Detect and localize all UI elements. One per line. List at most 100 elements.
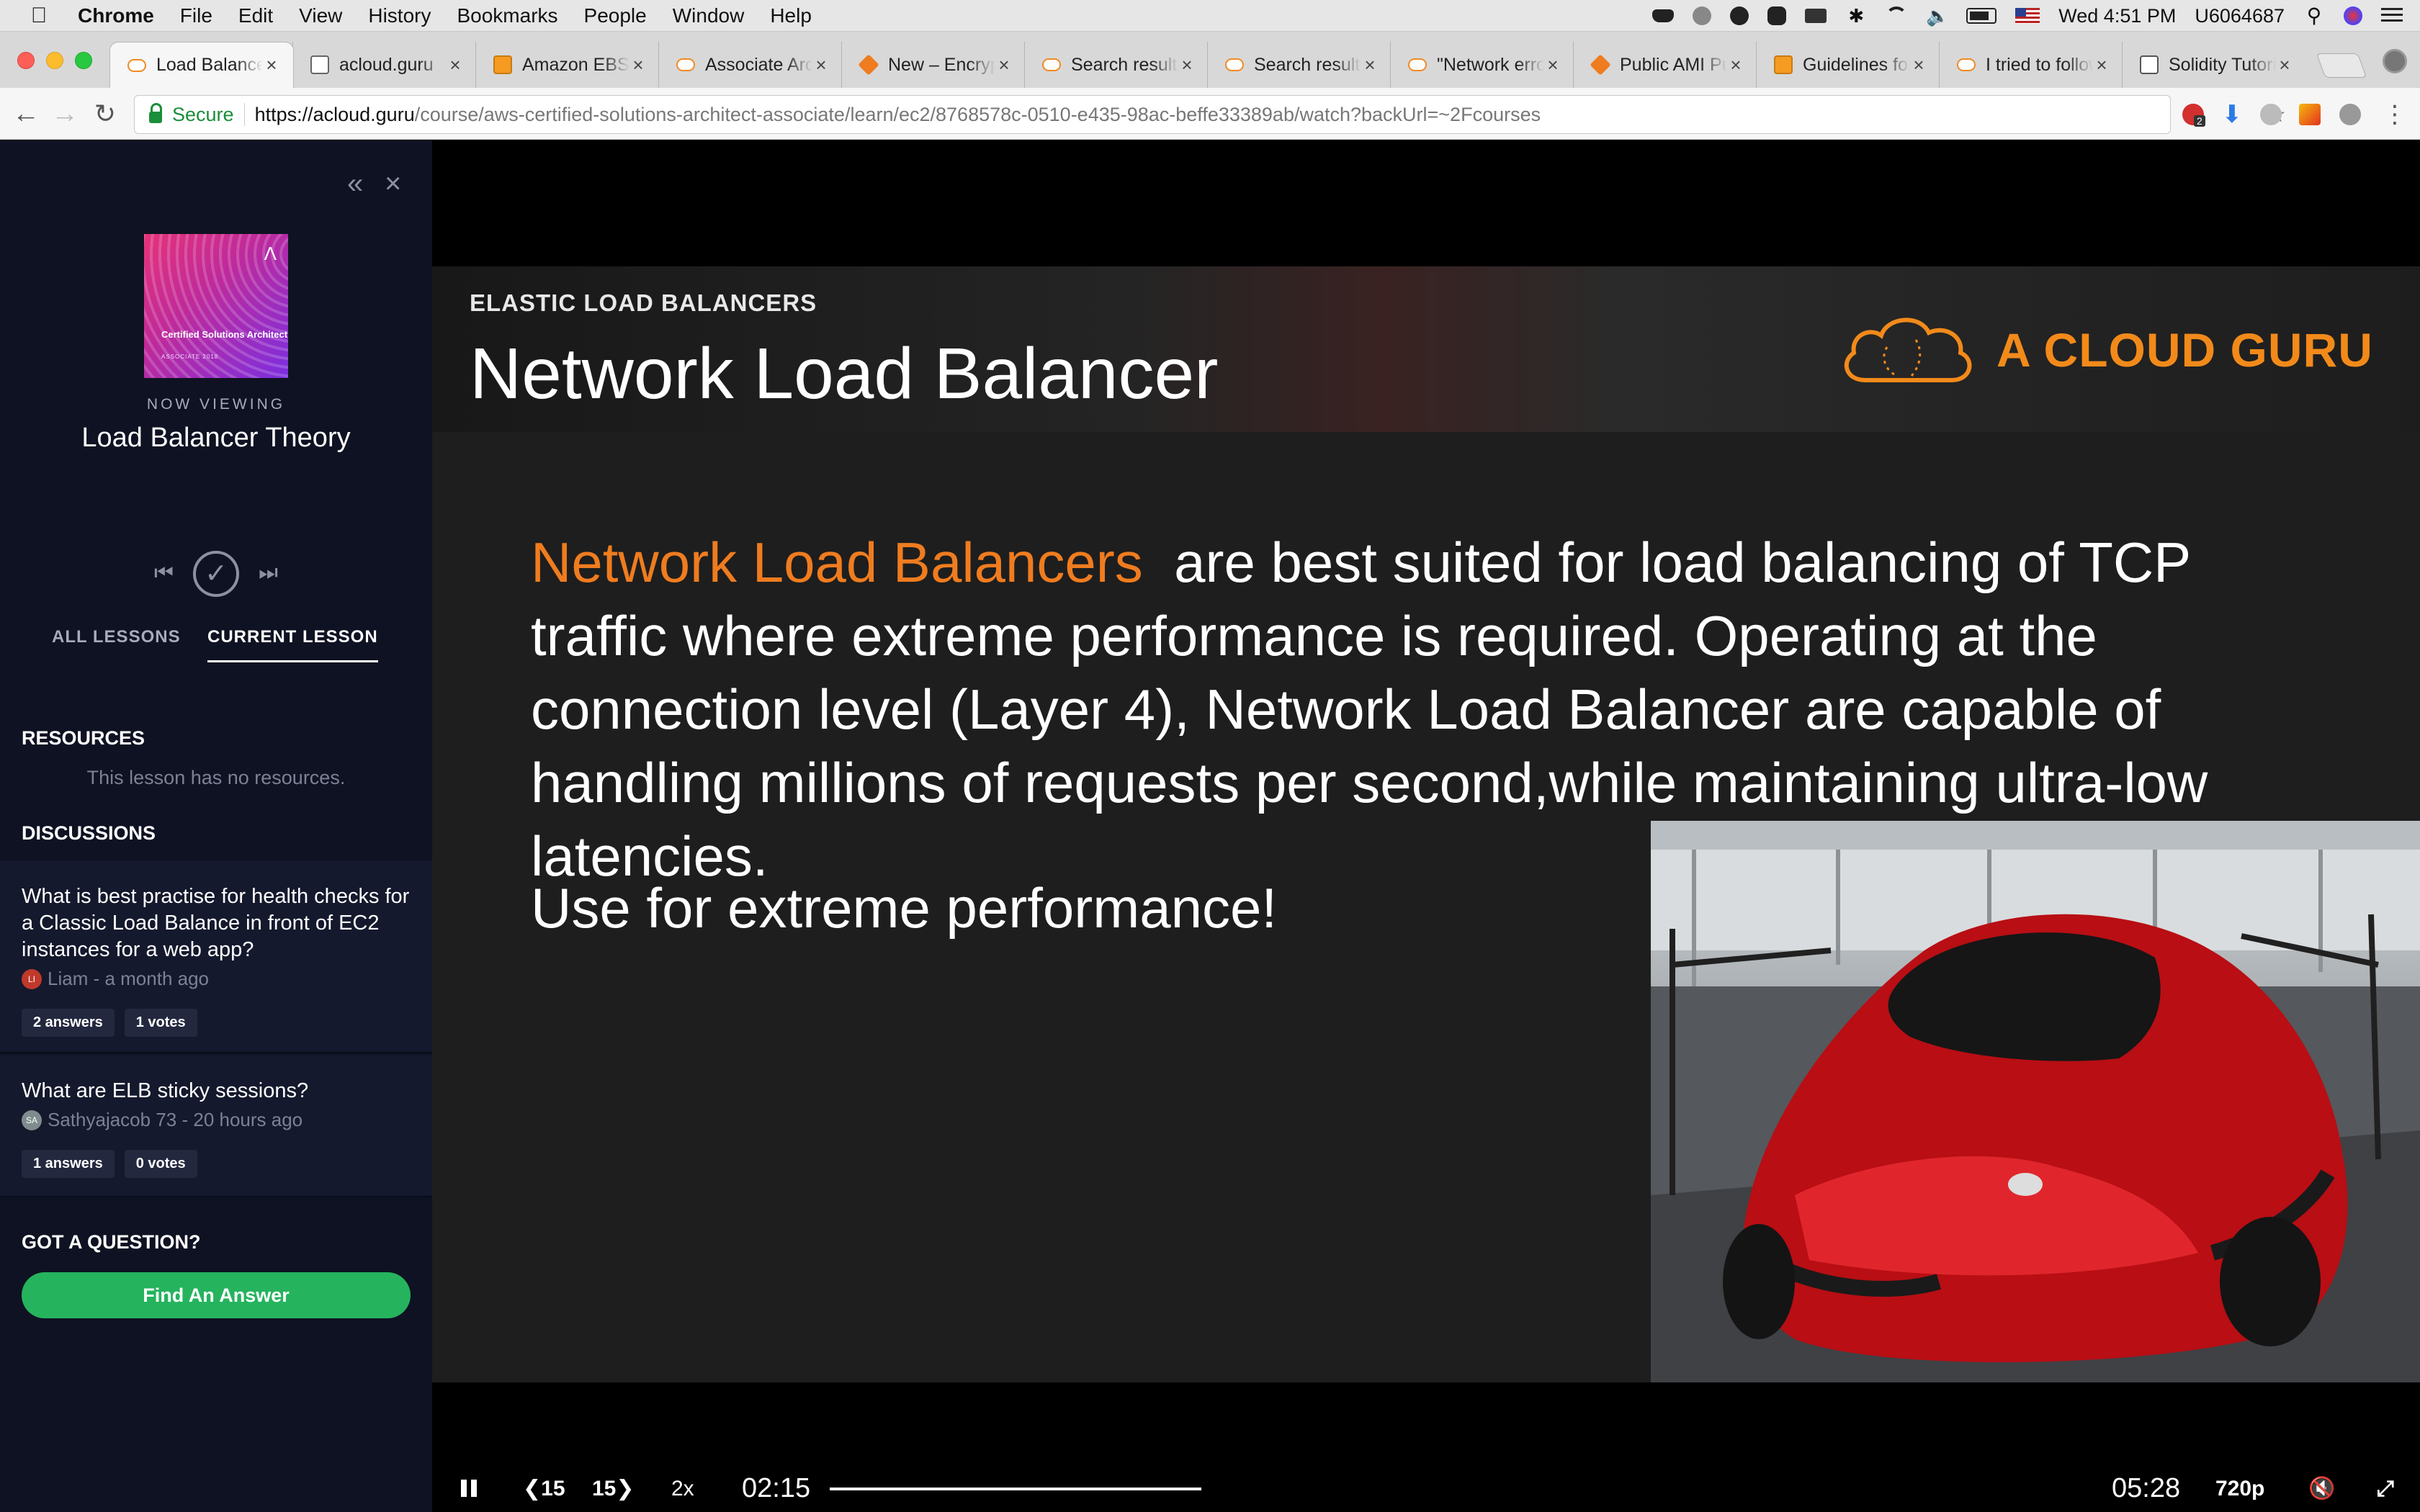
input-source-flag-icon[interactable] (2015, 8, 2040, 24)
tab-amazon-ebs[interactable]: Amazon EBS × (475, 42, 660, 88)
battery-icon[interactable] (1966, 8, 1997, 24)
tab-search-results-1[interactable]: Search results × (1024, 42, 1209, 88)
extension-grey-icon[interactable] (2260, 104, 2282, 125)
evernote-icon[interactable] (1767, 6, 1787, 25)
bluetooth-icon[interactable]: ✱ (1848, 5, 1865, 27)
spotlight-search-icon[interactable]: ⚲ (2306, 4, 2322, 27)
discussion-badges: 2 answers 1 votes (22, 1009, 411, 1037)
forward-15-button[interactable]: 15❯ (592, 1465, 635, 1512)
tab-i-tried-to-follow[interactable]: I tried to follow × (1939, 42, 2123, 88)
cover-logo-icon: Λ (264, 243, 277, 264)
reload-icon[interactable]: ↻ (94, 99, 117, 128)
wifi-icon[interactable] (1886, 6, 1908, 25)
tab-new-encrypted[interactable]: New – Encrypted × (841, 42, 1026, 88)
discussion-time: 20 hours ago (193, 1109, 303, 1130)
aws-icon (1774, 55, 1793, 74)
tab-current-lesson[interactable]: CURRENT LESSON (207, 627, 378, 662)
menu-app-chrome[interactable]: Chrome (78, 4, 154, 27)
menu-bar-user[interactable]: U6064687 (2195, 4, 2285, 27)
pause-icon[interactable] (458, 1465, 480, 1512)
cloud-icon (1225, 58, 1244, 71)
extension-cloud-icon[interactable] (2339, 104, 2361, 125)
fullscreen-icon[interactable]: ⤢ (2377, 1477, 2394, 1500)
menu-window[interactable]: Window (672, 4, 745, 27)
tab-load-balancer-theory[interactable]: Load Balancer Theory × (109, 42, 294, 88)
tab-close-icon[interactable]: × (449, 53, 461, 76)
chrome-menu-icon[interactable]: ⋮ (2383, 101, 2407, 128)
menu-bookmarks[interactable]: Bookmarks (457, 4, 558, 27)
siri-icon[interactable] (2344, 6, 2362, 25)
window-zoom-button[interactable] (75, 52, 92, 69)
back-arrow-icon[interactable]: ← (12, 99, 40, 129)
extension-yellow-icon[interactable] (2299, 104, 2321, 125)
apple-menu-icon[interactable]:  (0, 4, 78, 28)
discussion-question[interactable]: What are ELB sticky sessions? (22, 1079, 309, 1102)
window-minimize-button[interactable] (46, 52, 63, 69)
video-player[interactable]: ELASTIC LOAD BALANCERS Network Load Bala… (432, 140, 2420, 1512)
download-arrow-icon[interactable]: ⬇ (2221, 101, 2243, 128)
tab-close-icon[interactable]: × (1730, 53, 1742, 76)
menu-file[interactable]: File (179, 4, 212, 27)
menu-history[interactable]: History (368, 4, 431, 27)
next-lesson-icon[interactable]: ⏭ (259, 561, 278, 585)
tab-acloud-guru[interactable]: acloud.guru × (292, 42, 477, 88)
tab-close-icon[interactable]: × (632, 53, 644, 76)
find-an-answer-button[interactable]: Find An Answer (22, 1272, 411, 1318)
sports-car-illustration (1651, 821, 2420, 1382)
lock-icon (149, 103, 162, 123)
discussion-meta: SA Sathyajacob 73 - 20 hours ago (22, 1109, 411, 1131)
menu-help[interactable]: Help (770, 4, 812, 27)
notification-center-icon[interactable] (2381, 8, 2403, 24)
forward-arrow-icon[interactable]: → (51, 99, 79, 129)
tab-close-icon[interactable]: × (1364, 53, 1376, 76)
tab-close-icon[interactable]: × (998, 53, 1010, 76)
tab-close-icon[interactable]: × (1181, 53, 1193, 76)
address-bar[interactable]: Secure https://acloud.guru /course/aws-c… (134, 95, 2286, 134)
creative-cloud-icon[interactable] (1693, 6, 1712, 25)
tab-close-icon[interactable]: × (266, 54, 277, 76)
tab-solidity-tutorial[interactable]: Solidity Tutorial × (2122, 42, 2306, 88)
tab-title: I tried to follow (1986, 54, 2093, 75)
slide-title: Network Load Balancer (470, 333, 1219, 414)
tab-guidelines[interactable]: Guidelines for × (1756, 42, 1940, 88)
rewind-15-button[interactable]: ❮15 (523, 1465, 565, 1512)
answers-badge: 2 answers (22, 1009, 115, 1037)
tab-close-icon[interactable]: × (1913, 53, 1924, 76)
tab-public-ami[interactable]: Public AMI Publishing × (1573, 42, 1757, 88)
docker-icon[interactable] (1652, 9, 1675, 22)
cloud-icon (127, 58, 146, 72)
aws-icon (493, 55, 512, 74)
previous-lesson-icon[interactable]: ⏮ (154, 561, 174, 585)
menu-bar-clock[interactable]: Wed 4:51 PM (2058, 4, 2177, 27)
mark-complete-check-icon[interactable]: ✓ (193, 551, 239, 597)
extension-red-icon[interactable]: 2 (2182, 104, 2205, 127)
menu-view[interactable]: View (299, 4, 343, 27)
sync-icon[interactable] (1730, 6, 1749, 25)
playback-speed-button[interactable]: 2x (671, 1477, 694, 1500)
new-tab-button[interactable] (2316, 53, 2367, 78)
lesson-navigation: ⏮ ✓ ⏭ (151, 551, 281, 597)
volume-icon[interactable]: 🔈 (1926, 5, 1950, 27)
printer-icon[interactable] (1805, 9, 1827, 23)
menu-edit[interactable]: Edit (238, 4, 274, 27)
close-sidebar-icon[interactable]: × (385, 168, 402, 199)
muted-speaker-icon[interactable]: 🔇 (2308, 1477, 2336, 1500)
discussion-item[interactable]: What are ELB sticky sessions? SA Sathyaj… (0, 1055, 432, 1197)
browser-tab-strip: Load Balancer Theory × acloud.guru × Ama… (0, 32, 2420, 88)
tab-close-icon[interactable]: × (1547, 53, 1559, 76)
progress-bar[interactable] (830, 1488, 1201, 1490)
tab-close-icon[interactable]: × (2279, 53, 2290, 76)
menu-people[interactable]: People (583, 4, 647, 27)
discussion-question[interactable]: What is best practise for health checks … (22, 885, 410, 961)
profile-avatar-icon[interactable] (2383, 49, 2407, 73)
discussion-item[interactable]: What is best practise for health checks … (0, 860, 432, 1053)
quality-selector[interactable]: 720p (2215, 1477, 2265, 1500)
tab-network-error[interactable]: "Network error" × (1390, 42, 1574, 88)
window-close-button[interactable] (17, 52, 35, 69)
collapse-sidebar-icon[interactable]: « (347, 168, 364, 199)
tab-all-lessons[interactable]: ALL LESSONS (52, 627, 181, 647)
tab-close-icon[interactable]: × (815, 53, 827, 76)
tab-search-results-2[interactable]: Search results × (1207, 42, 1392, 88)
tab-close-icon[interactable]: × (2096, 53, 2107, 76)
tab-associate-architect[interactable]: Associate Architect × (658, 42, 843, 88)
